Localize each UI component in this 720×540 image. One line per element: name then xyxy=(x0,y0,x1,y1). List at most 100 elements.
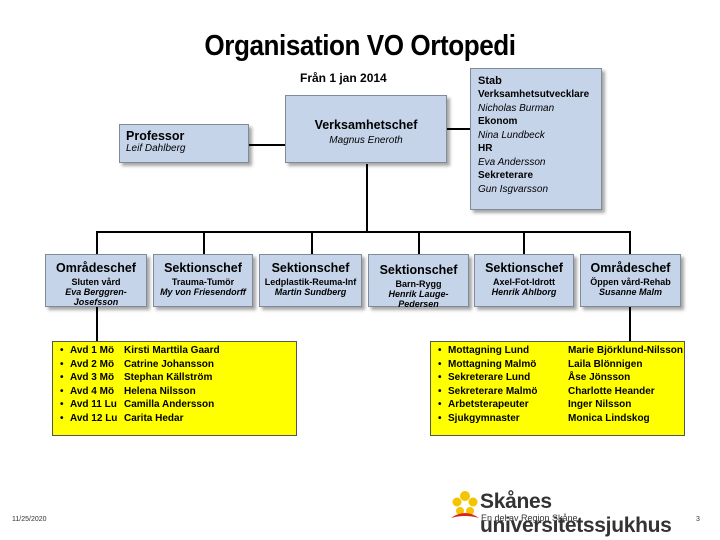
unit-role: Områdeschef xyxy=(56,261,136,275)
unit-box: Områdeschef Sluten vård Eva Berggren-Jos… xyxy=(45,254,147,307)
bullet: • xyxy=(60,385,64,397)
connector-line xyxy=(96,307,98,341)
unit-name: Henrik Lauge-Pedersen xyxy=(388,289,449,309)
unit-role: Sektionschef xyxy=(379,263,458,277)
unit-role: Sektionschef xyxy=(271,261,350,275)
head-box: Verksamhetschef Magnus Eneroth xyxy=(285,95,447,163)
unit-name: My von Friesendorff xyxy=(160,287,246,297)
hospital-logo-icon xyxy=(451,491,479,518)
stab-box: Stab Verksamhetsutvecklare Nicholas Burm… xyxy=(470,68,602,210)
logo-swoosh xyxy=(451,513,479,518)
stab-name: Nina Lundbeck xyxy=(478,129,545,141)
list-name: Monica Lindskog xyxy=(568,412,650,424)
unit-area: Sluten vård xyxy=(71,277,121,287)
unit-role: Områdeschef xyxy=(590,261,671,275)
list-unit: Avd 3 Mö xyxy=(70,372,115,384)
connector-line xyxy=(629,231,631,254)
footer-date: 11/25/2020 xyxy=(12,516,47,523)
connector-line xyxy=(523,231,525,254)
professor-role: Professor xyxy=(126,129,185,143)
unit-box: Sektionschef Barn-Rygg Henrik Lauge-Pede… xyxy=(368,254,469,309)
left-staff-table: • Avd 1 Mö Kirsti Marttila Gaard • Avd 2 Mö… xyxy=(60,344,220,426)
list-item: • Avd 4 Mö Helena Nilsson xyxy=(60,385,220,399)
logo-subtext: En del av Region Skåne xyxy=(481,513,578,523)
connector-line xyxy=(96,231,98,254)
logo-petal xyxy=(452,497,462,507)
list-item: • Sjukgymnaster Monica Lindskog xyxy=(438,412,683,426)
list-unit: Avd 4 Mö xyxy=(70,385,115,397)
page-number: 3 xyxy=(696,516,700,523)
bullet: • xyxy=(60,399,64,411)
left-staff-list xyxy=(52,341,297,436)
head-role: Verksamhetschef xyxy=(314,118,418,132)
connector-line xyxy=(311,231,313,254)
stab-title: Stab xyxy=(478,75,502,87)
stab-role: Verksamhetsutvecklare xyxy=(478,89,590,100)
unit-area: Öppen vård-Rehab xyxy=(590,277,671,287)
logo-petal xyxy=(468,497,478,507)
connector-line xyxy=(629,307,631,341)
list-item: • Avd 1 Mö Kirsti Marttila Gaard xyxy=(60,344,220,358)
bullet: • xyxy=(438,412,442,424)
connector-line xyxy=(447,128,470,130)
list-item: • Mottagning Malmö Laila Blönnigen xyxy=(438,358,683,372)
list-unit: Sjukgymnaster xyxy=(448,412,520,424)
professor-box: Professor Leif Dahlberg xyxy=(119,124,249,163)
list-unit: Avd 1 Mö xyxy=(70,345,115,356)
stab-role: Ekonom xyxy=(478,116,518,127)
list-unit: Avd 12 Lu xyxy=(70,412,118,424)
list-unit: Sekreterare Malmö xyxy=(448,385,538,397)
unit-area: Barn-Rygg xyxy=(395,279,442,289)
unit-box: Sektionschef Axel-Fot-Idrott Henrik Ahlb… xyxy=(474,254,574,307)
unit-box: Sektionschef Ledplastik-Reuma-Inf Martin… xyxy=(259,254,362,307)
bullet: • xyxy=(438,358,442,370)
list-name: Catrine Johansson xyxy=(124,358,215,370)
bullet: • xyxy=(60,345,64,356)
list-name: Stephan Källström xyxy=(124,372,213,384)
list-name: Inger Nilsson xyxy=(568,399,632,411)
list-item: • Avd 11 Lu Camilla Andersson xyxy=(60,398,220,412)
list-name: Kirsti Marttila Gaard xyxy=(124,345,220,356)
logo-text: Skånes universitetssjukhus xyxy=(480,490,672,537)
right-staff-list xyxy=(430,341,685,436)
list-unit: Sekreterare Lund xyxy=(448,372,531,384)
connector-line xyxy=(418,231,420,254)
unit-name: Martin Sundberg xyxy=(274,287,347,297)
list-name: Laila Blönnigen xyxy=(568,358,643,370)
list-item: • Avd 2 Mö Catrine Johansson xyxy=(60,358,220,372)
list-unit: Mottagning Lund xyxy=(448,345,530,356)
unit-role: Sektionschef xyxy=(485,261,563,275)
list-unit: Mottagning Malmö xyxy=(448,358,537,370)
unit-box: Områdeschef Öppen vård-Rehab Susanne Mal… xyxy=(580,254,681,307)
connector-line xyxy=(249,144,285,146)
list-unit: Avd 2 Mö xyxy=(70,358,115,370)
professor-name: Leif Dahlberg xyxy=(126,143,186,154)
stab-name: Nicholas Burman xyxy=(478,102,555,114)
unit-name: Eva Berggren-Josefsson xyxy=(65,287,127,307)
stab-name: Gun Isgvarsson xyxy=(478,183,549,195)
chart-subtitle: Från 1 jan 2014 xyxy=(300,71,387,85)
bullet: • xyxy=(60,358,64,370)
unit-role: Sektionschef xyxy=(164,261,242,275)
logo-petal xyxy=(466,507,474,515)
unit-area: Axel-Fot-Idrott xyxy=(493,277,555,287)
bullet: • xyxy=(438,385,442,397)
bullet: • xyxy=(60,412,64,424)
list-name: Charlotte Heander xyxy=(568,385,655,397)
list-unit: Avd 11 Lu xyxy=(70,399,117,411)
unit-box: Sektionschef Trauma-Tumör My von Friesen… xyxy=(153,254,253,307)
head-name: Magnus Eneroth xyxy=(329,135,403,146)
unit-area: Trauma-Tumör xyxy=(171,277,235,287)
connector-line xyxy=(96,231,630,233)
logo-petal xyxy=(456,507,464,515)
unit-area: Ledplastik-Reuma-Inf xyxy=(264,277,357,287)
list-name: Helena Nilsson xyxy=(124,385,196,397)
list-name: Camilla Andersson xyxy=(124,399,215,411)
connector-line xyxy=(203,231,205,254)
bullet: • xyxy=(438,345,442,356)
connector-line xyxy=(366,164,368,232)
